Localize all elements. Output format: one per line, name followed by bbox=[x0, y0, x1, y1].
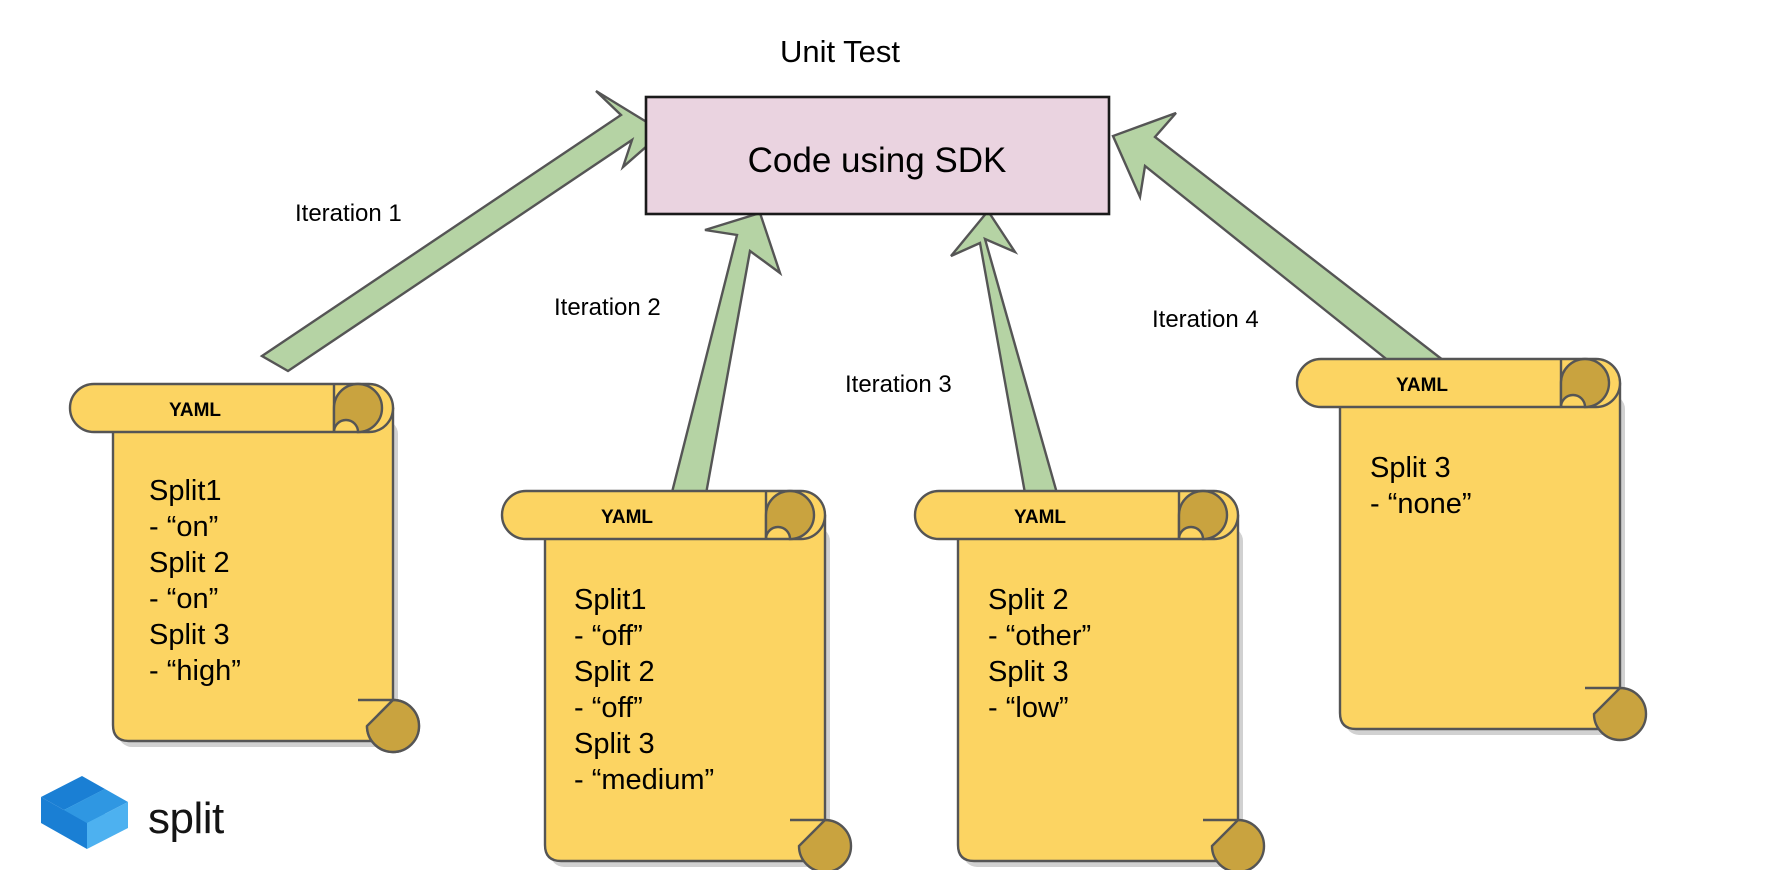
yaml-scroll-1-line: - “high” bbox=[149, 655, 241, 687]
page-title: Unit Test bbox=[780, 34, 900, 69]
code-using-sdk-label: Code using SDK bbox=[748, 141, 1007, 180]
yaml-scroll-1-line: - “on” bbox=[149, 511, 218, 543]
yaml-scroll-1-line: Split 3 bbox=[149, 619, 230, 651]
yaml-scroll-2-line: Split 3 bbox=[574, 728, 655, 760]
yaml-scroll-3-line: Split 3 bbox=[988, 656, 1069, 688]
arrow-iteration-4 bbox=[1111, 111, 1450, 392]
yaml-scroll-1-line: Split 2 bbox=[149, 547, 230, 579]
arrow-label-iteration-2: Iteration 2 bbox=[554, 294, 661, 321]
yaml-scroll-4[interactable]: YAML Split 3 - “none” bbox=[1295, 357, 1648, 742]
yaml-scroll-1-line: - “on” bbox=[149, 583, 218, 615]
code-using-sdk-box[interactable]: Code using SDK bbox=[644, 95, 1111, 216]
yaml-scroll-3-banner-label: YAML bbox=[1014, 507, 1066, 528]
yaml-scroll-4-line: - “none” bbox=[1370, 488, 1472, 520]
arrow-iteration-2 bbox=[663, 211, 783, 529]
yaml-scroll-4-line: Split 3 bbox=[1370, 452, 1451, 484]
arrow-iteration-3 bbox=[950, 208, 1064, 523]
yaml-scroll-1-line: Split1 bbox=[149, 475, 222, 507]
yaml-scroll-2-line: - “medium” bbox=[574, 764, 714, 796]
arrow-label-iteration-1: Iteration 1 bbox=[295, 200, 402, 227]
arrow-label-iteration-3: Iteration 3 bbox=[845, 371, 952, 398]
split-logo: split bbox=[41, 776, 225, 849]
yaml-scroll-3-line: Split 2 bbox=[988, 584, 1069, 616]
yaml-scroll-3-line: - “low” bbox=[988, 692, 1069, 724]
yaml-scroll-2-line: - “off” bbox=[574, 620, 643, 652]
split-logo-text: split bbox=[148, 794, 224, 843]
yaml-scroll-1-banner-label: YAML bbox=[169, 400, 221, 421]
arrow-iteration-1 bbox=[259, 89, 666, 373]
yaml-scroll-2-line: Split 2 bbox=[574, 656, 655, 688]
yaml-scroll-2-line: - “off” bbox=[574, 692, 643, 724]
yaml-scroll-1[interactable]: YAML Split1 - “on” Split 2 - “on” Split … bbox=[68, 382, 421, 754]
yaml-scroll-2-line: Split1 bbox=[574, 584, 647, 616]
arrow-label-iteration-4: Iteration 4 bbox=[1152, 306, 1259, 333]
yaml-scroll-2-banner-label: YAML bbox=[601, 507, 653, 528]
yaml-scroll-2[interactable]: YAML Split1 - “off” Split 2 - “off” Spli… bbox=[500, 489, 853, 870]
yaml-scroll-4-banner-label: YAML bbox=[1396, 375, 1448, 396]
yaml-scroll-3-line: - “other” bbox=[988, 620, 1091, 652]
split-logo-mark bbox=[41, 776, 128, 849]
yaml-scroll-3[interactable]: YAML Split 2 - “other” Split 3 - “low” bbox=[913, 489, 1266, 870]
